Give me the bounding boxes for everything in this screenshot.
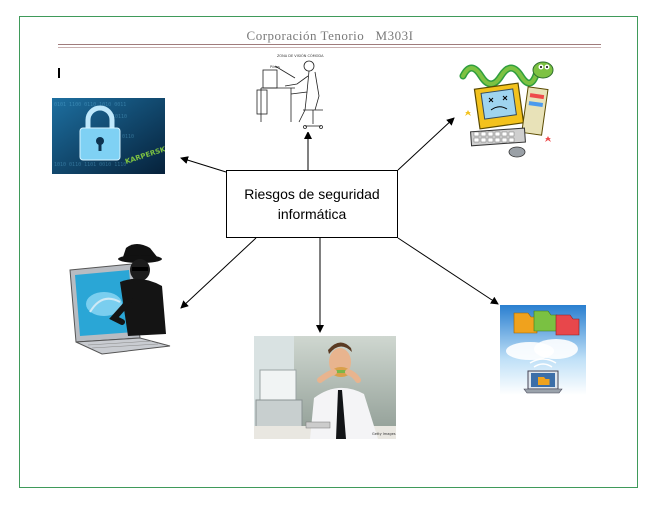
center-topic-box: Riesgos de seguridad informática	[226, 170, 398, 238]
arrow-to-cloud	[397, 237, 499, 305]
svg-text:1010 0110 1101 0010 1110: 1010 0110 1101 0010 1110	[54, 162, 126, 168]
center-topic-text: Riesgos de seguridad informática	[244, 186, 380, 222]
page-header-title: Corporación Tenorio M303I	[246, 28, 414, 43]
arrow-to-virus	[397, 117, 455, 171]
ergonomics-caption-side: Pilsos	[270, 65, 280, 69]
svg-text:10110: 10110	[112, 114, 127, 120]
eating-caption: Getty Images	[372, 432, 396, 436]
page-border	[19, 16, 638, 488]
lock-security-image: 0101 1100 0110 1010 0011 1010 0110 1101 …	[52, 98, 165, 174]
svg-text:0101 1100 0110 1010 0011: 0101 1100 0110 1010 0011	[54, 102, 126, 108]
hacker-laptop-image	[62, 242, 177, 362]
man-eating-at-computer-image: Getty Images	[254, 336, 396, 439]
arrow-to-hacker	[180, 237, 257, 309]
header-rule	[58, 44, 601, 45]
virus-computer-image	[457, 54, 557, 160]
arrow-to-lock	[180, 156, 227, 173]
header-rule-secondary	[58, 47, 601, 48]
text-cursor	[58, 68, 60, 78]
ergonomics-caption-top: ZONA DE VISIÓN CÓMODA	[277, 53, 324, 58]
ergonomics-posture-image: ZONA DE VISIÓN CÓMODA Pilsos	[255, 52, 332, 132]
svg-text:0110: 0110	[122, 134, 134, 140]
cloud-folders-laptop-image	[500, 305, 586, 395]
